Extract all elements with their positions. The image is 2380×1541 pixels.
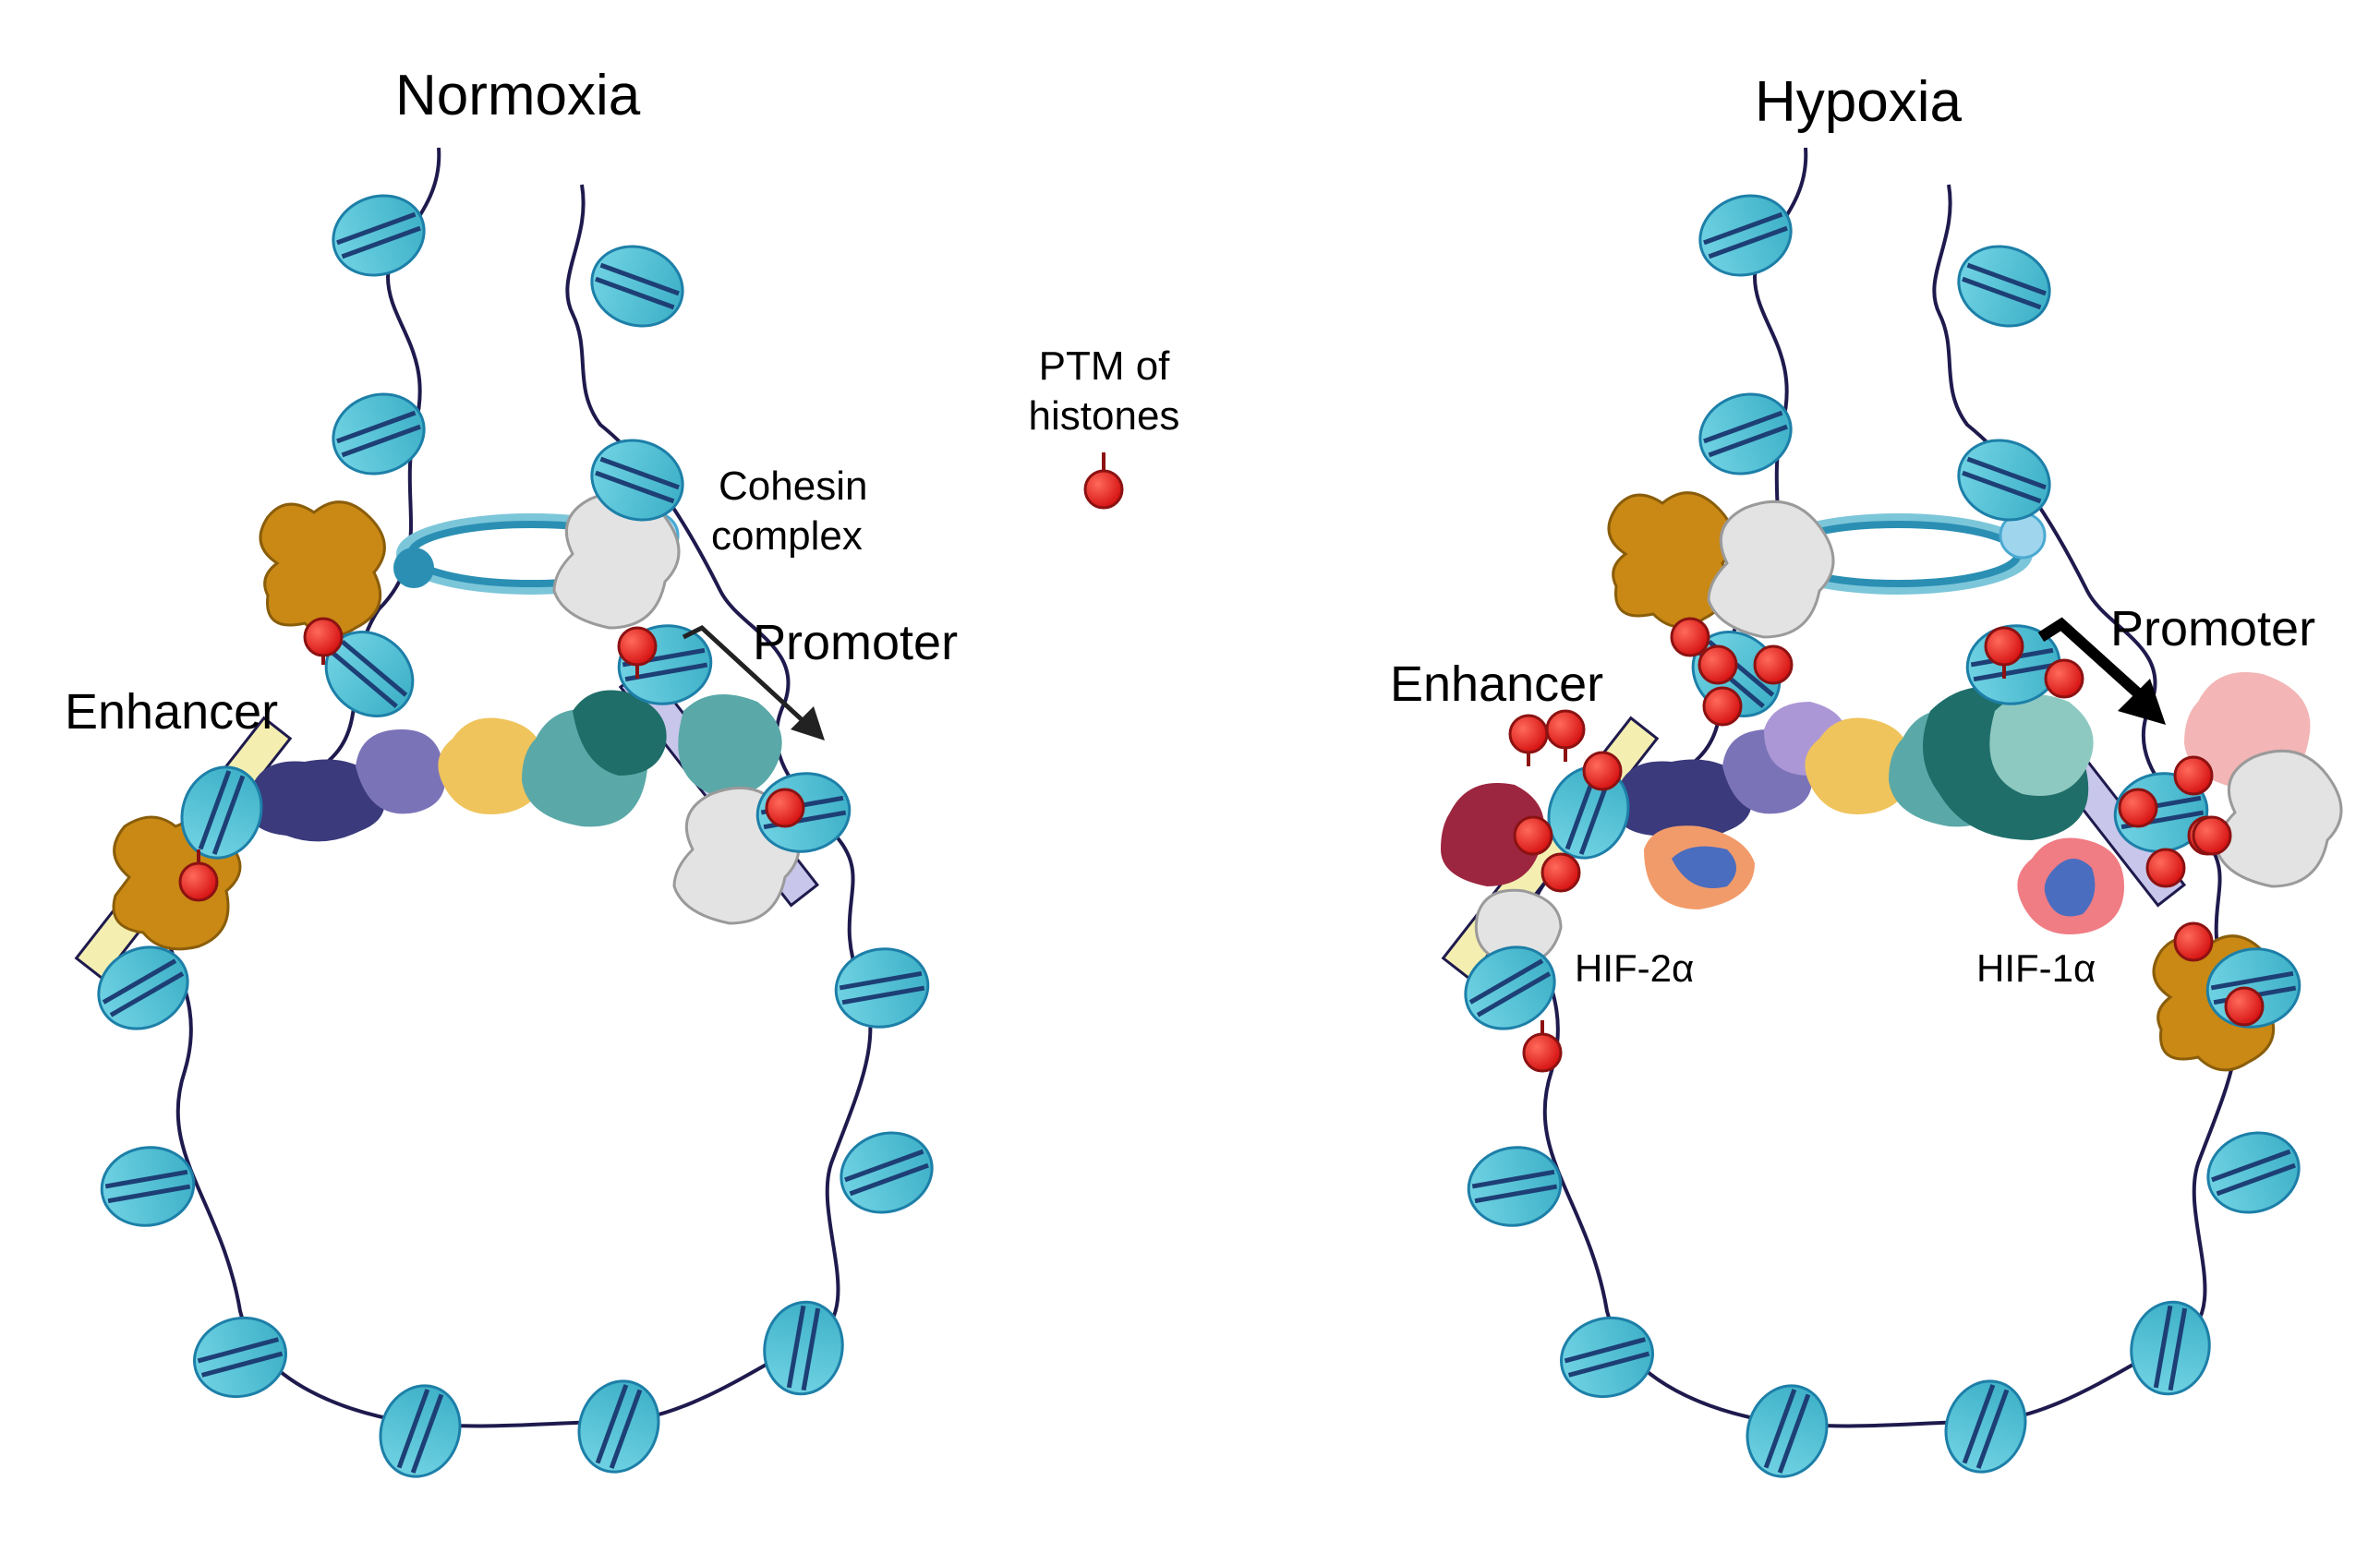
ptm-marks	[1508, 617, 2265, 1073]
enhancer-label-hypoxia: Enhancer	[1390, 656, 1604, 712]
transcription-arrow	[2037, 617, 2166, 725]
transcription-arrow	[682, 624, 825, 740]
hif2a-label: HIF-2α	[1575, 946, 1695, 990]
protein-complex	[1441, 491, 2343, 1072]
promoter-label-hypoxia: Promoter	[2110, 601, 2316, 656]
enhancer-label-normoxia: Enhancer	[65, 684, 279, 740]
cohesin-label: Cohesin complex	[711, 462, 867, 561]
nucleosomes	[97, 194, 934, 1478]
normoxia-title: Normoxia	[395, 64, 641, 127]
cohesin-line1: Cohesin	[719, 464, 868, 509]
hypoxia-panel	[1441, 147, 2343, 1478]
normoxia-panel	[74, 147, 934, 1478]
ptm-legend-line2: histones	[1028, 393, 1180, 439]
hypoxia-title: Hypoxia	[1755, 70, 1962, 134]
cohesin-line2: complex	[711, 513, 863, 559]
ptm-marks	[178, 617, 805, 902]
promoter-label-normoxia: Promoter	[753, 615, 959, 670]
ptm-legend-line1: PTM of	[1038, 343, 1170, 389]
hif1a-label: HIF-1α	[1976, 946, 2096, 990]
dna-strand	[163, 147, 873, 1428]
nucleosomes	[1464, 194, 2301, 1478]
ptm-legend-marker	[1083, 452, 1124, 510]
ptm-legend-label: PTM of histones	[1023, 342, 1185, 441]
